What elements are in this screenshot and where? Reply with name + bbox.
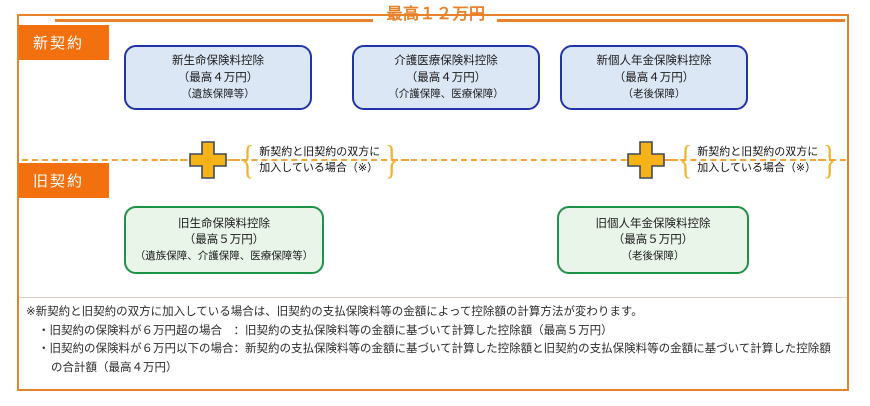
max-deduction-title: 最高１２万円: [386, 6, 486, 23]
callout-line-1: 新契約と旧契約の双方に: [697, 145, 819, 158]
box-amount: （最高４万円）: [405, 71, 487, 84]
callout-text: 新契約と旧契約の双方に 加入している場合（※）: [695, 144, 820, 177]
connector-dash-right-out: [666, 159, 678, 161]
box-new-life-insurance-deduction: 新生命保険料控除 （最高４万円） （遺族保障等）: [124, 45, 312, 110]
box-amount: （最高５万円）: [612, 234, 694, 247]
plus-icon: [627, 141, 665, 179]
footnote-line-4: の合計額（最高４万円）: [51, 361, 178, 374]
callout-line-2: 加入している場合（※）: [697, 162, 817, 174]
box-amount: （最高５万円）: [183, 234, 265, 247]
box-coverage: （老後保障）: [622, 87, 686, 100]
box-care-medical-insurance-deduction: 介護医療保険料控除 （最高４万円） （介護保障、医療保障）: [352, 45, 540, 110]
footnote-separator: [19, 297, 847, 298]
connector-dash-left-tail: [381, 159, 409, 161]
brace-open-icon: {: [240, 137, 255, 182]
footnote-block: ※新契約と旧契約の双方に加入している場合は、旧契約の支払保険料等の金額によって控…: [26, 303, 844, 378]
box-old-life-insurance-deduction: 旧生命保険料控除 （最高５万円） （遺族保障、介護保障、医療保障等）: [124, 206, 324, 274]
footnote-line-3: ・旧契約の保険料が６万円以下の場合：新契約の支払保険料等の金額に基づいて計算した…: [38, 343, 831, 356]
section-divider-dashed: [22, 159, 846, 161]
box-title: 新個人年金保険料控除: [596, 55, 712, 68]
box-amount: （最高４万円）: [613, 71, 695, 84]
title-rule-left: [55, 19, 373, 22]
box-title: 旧生命保険料控除: [178, 217, 270, 230]
box-coverage: （介護保障、医療保障）: [388, 87, 504, 100]
connector-dash-left-in: [160, 159, 186, 161]
title-rule-right: [497, 19, 845, 22]
brace-open-icon: {: [678, 137, 693, 182]
section-label-old-contract: 旧契約: [19, 163, 109, 198]
callout-both-contracts-left: { 新契約と旧契約の双方に 加入している場合（※） }: [238, 137, 401, 183]
plus-icon: [189, 141, 227, 179]
callout-line-2: 加入している場合（※）: [259, 162, 379, 174]
footnote-line-1: ※新契約と旧契約の双方に加入している場合は、旧契約の支払保険料等の金額によって控…: [26, 306, 643, 318]
callout-text: 新契約と旧契約の双方に 加入している場合（※）: [257, 144, 382, 177]
box-old-personal-pension-deduction: 旧個人年金保険料控除 （最高５万円） （老後保障）: [557, 206, 749, 274]
box-title: 旧個人年金保険料控除: [595, 217, 711, 230]
box-coverage: （遺族保障等）: [181, 87, 255, 100]
connector-dash-right-tail: [818, 159, 846, 161]
callout-line-1: 新契約と旧契約の双方に: [259, 145, 381, 158]
footnote-line-2: ・旧契約の保険料が６万円超の場合 ：旧契約の支払保険料等の金額に基づいて計算した…: [38, 324, 613, 337]
box-title: 新生命保険料控除: [172, 55, 264, 68]
section-label-new-contract: 新契約: [19, 25, 109, 60]
box-coverage: （遺族保障、介護保障、医療保障等）: [134, 250, 314, 263]
box-coverage: （老後保障）: [621, 250, 685, 263]
connector-dash-left-out: [228, 159, 240, 161]
box-new-personal-pension-deduction: 新個人年金保険料控除 （最高４万円） （老後保障）: [560, 45, 748, 110]
box-title: 介護医療保険料控除: [394, 55, 498, 68]
callout-both-contracts-right: { 新契約と旧契約の双方に 加入している場合（※） }: [676, 137, 839, 183]
box-amount: （最高４万円）: [177, 71, 259, 84]
